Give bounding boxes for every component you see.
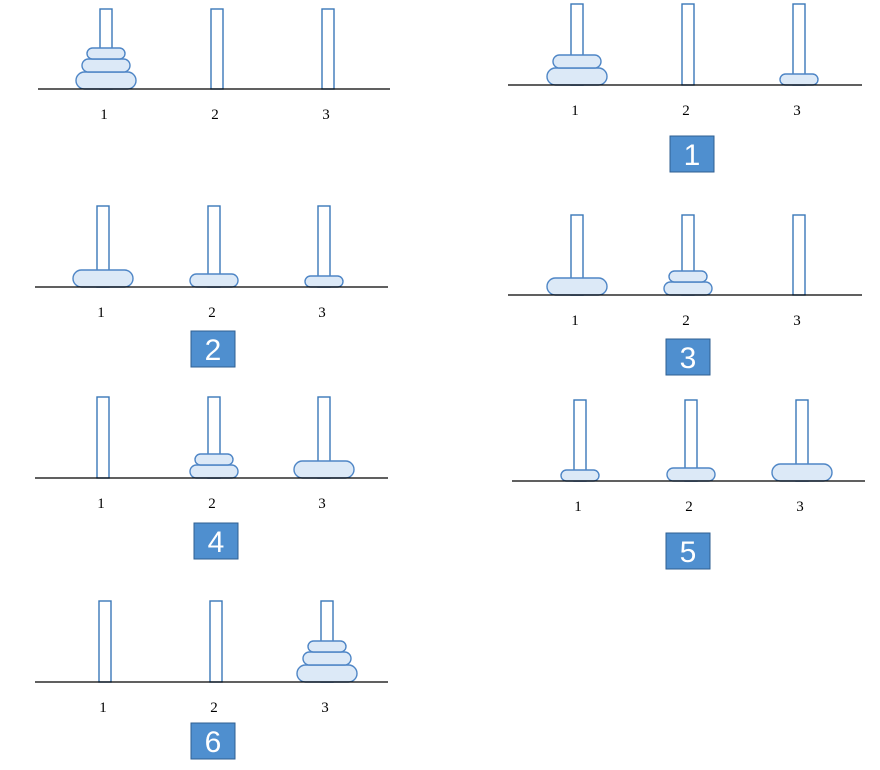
disk-small — [779, 73, 819, 86]
state-panel: 1 2 3 2 — [35, 205, 388, 368]
peg-label: 3 — [321, 700, 329, 716]
peg-2 — [210, 8, 224, 90]
peg-label: 2 — [208, 496, 216, 512]
peg-2 — [209, 600, 223, 683]
state-panel: 1 2 3 5 — [512, 399, 865, 570]
disk-medium — [552, 54, 602, 69]
peg-3 — [321, 8, 335, 90]
peg-label: 1 — [574, 499, 582, 515]
step-number: 6 — [205, 726, 222, 759]
disk-small — [307, 640, 347, 653]
peg-3 — [792, 3, 806, 86]
peg-label: 1 — [99, 700, 107, 716]
peg-label: 3 — [793, 313, 801, 329]
disk-medium — [302, 651, 352, 666]
peg-3 — [792, 214, 806, 296]
disk-small — [304, 275, 344, 288]
disk-small — [86, 47, 126, 60]
disk-small — [668, 270, 708, 283]
peg-label: 1 — [100, 107, 108, 123]
disk-medium — [189, 273, 239, 288]
step-badge — [193, 522, 239, 560]
peg-2 — [681, 3, 695, 86]
step-number: 1 — [684, 139, 701, 172]
disk-small — [560, 469, 600, 482]
peg-label: 1 — [571, 103, 579, 119]
peg-label: 1 — [97, 496, 105, 512]
step-number: 4 — [208, 526, 225, 559]
state-panel: 1 2 3 6 — [35, 600, 388, 760]
step-number: 3 — [680, 342, 697, 375]
peg-label: 1 — [571, 313, 579, 329]
peg-label: 2 — [210, 700, 218, 716]
disk-medium — [663, 281, 713, 296]
peg-1 — [98, 600, 112, 683]
peg-label: 2 — [208, 305, 216, 321]
peg-label: 2 — [211, 107, 219, 123]
step-badge — [190, 330, 236, 368]
peg-label: 3 — [318, 496, 326, 512]
disk-small — [194, 453, 234, 466]
state-panel: 1 2 3 1 — [508, 3, 862, 173]
peg-label: 3 — [318, 305, 326, 321]
step-badge — [669, 135, 715, 173]
state-panel: 1 2 3 — [38, 8, 390, 123]
peg-1 — [96, 396, 110, 479]
peg-1 — [573, 399, 587, 482]
step-number: 5 — [680, 536, 697, 569]
peg-3 — [317, 205, 331, 288]
disk-large — [72, 269, 134, 288]
disk-large — [546, 67, 608, 86]
step-badge — [190, 722, 236, 760]
step-badge — [665, 532, 711, 570]
disk-medium — [81, 58, 131, 73]
peg-label: 2 — [682, 103, 690, 119]
disk-large — [296, 664, 358, 683]
disk-large — [771, 463, 833, 482]
peg-label: 3 — [322, 107, 330, 123]
peg-label: 2 — [685, 499, 693, 515]
peg-label: 3 — [793, 103, 801, 119]
step-number: 2 — [205, 334, 222, 367]
disk-large — [546, 277, 608, 296]
state-panel: 1 2 3 4 — [35, 396, 388, 560]
disk-medium — [189, 464, 239, 479]
disk-large — [75, 71, 137, 90]
peg-label: 3 — [796, 499, 804, 515]
step-badge — [665, 338, 711, 376]
state-panel: 1 2 3 3 — [508, 214, 862, 376]
peg-label: 2 — [682, 313, 690, 329]
disk-medium — [666, 467, 716, 482]
peg-label: 1 — [97, 305, 105, 321]
disk-large — [293, 460, 355, 479]
